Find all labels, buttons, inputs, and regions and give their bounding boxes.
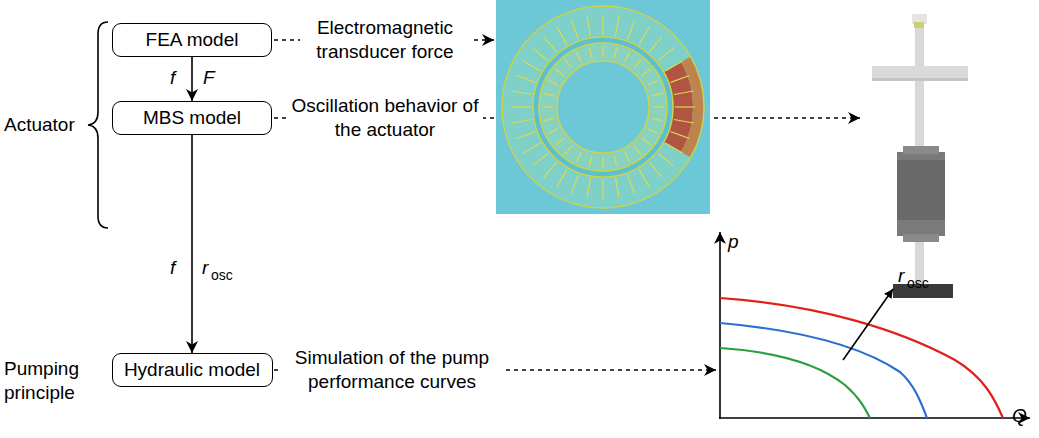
process-description: Simulation of the pump performance curve… (282, 346, 502, 394)
signal-name: f (170, 66, 175, 90)
process-description: Electromagnetic transducer force (300, 16, 470, 64)
signal-name: r (202, 256, 208, 280)
fea-stator-image (496, 0, 710, 214)
actuator-model-image (872, 14, 968, 298)
box-label: FEA model (146, 29, 239, 51)
process-box: MBS model (112, 101, 272, 135)
signal-name: F (203, 66, 215, 90)
process-box: Hydraulic model (112, 353, 273, 387)
box-label: Hydraulic model (124, 359, 260, 381)
process-description: Oscillation behavior of the actuator (288, 94, 483, 142)
parameter-subscript: osc (907, 274, 929, 292)
flow-arrow (191, 57, 193, 101)
pump-curve-chart (719, 232, 1030, 419)
axis-label: p (728, 230, 739, 254)
group-label: Pumping principle (4, 357, 99, 405)
process-box: FEA model (112, 23, 272, 57)
box-label: MBS model (143, 107, 241, 129)
flow-arrow (191, 135, 193, 353)
signal-subscript: osc (211, 266, 233, 284)
parameter-label: r (898, 264, 904, 288)
curly-brace (88, 22, 108, 228)
group-label: Actuator (4, 113, 75, 137)
axis-label: Q (1012, 404, 1027, 428)
signal-name: f (170, 256, 175, 280)
